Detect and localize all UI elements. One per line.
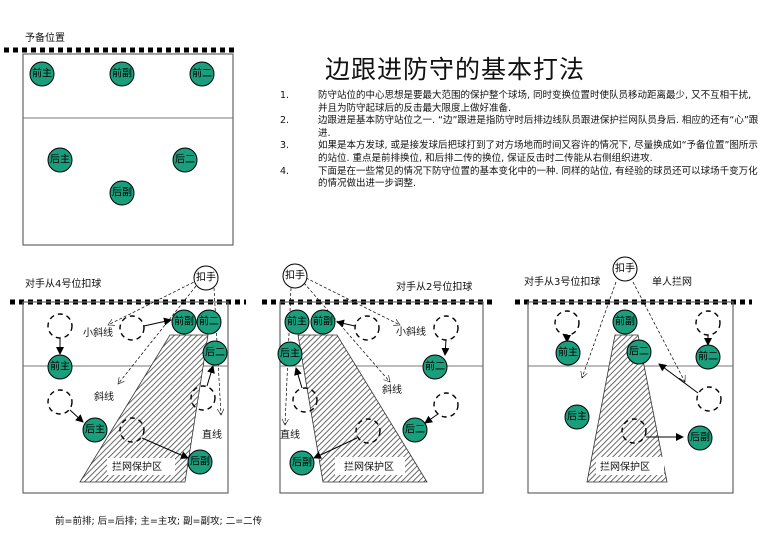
diagram-attack-from-4: 对手从4号位扣球 拦网保护区 小斜线 斜线 直线 扣手 前副 前二 后二 前主 … [10,265,246,494]
legend: 前=前排; 后=后排; 主=主攻; 副=副攻; 二=二传 [55,516,263,527]
svg-text:后副: 后副 [112,187,132,199]
diagram-attack-from-3: 对手从3号位扣球 单人拦网 拦网保护区 扣手 前副 前主 后二 前二 后主 后副 [515,256,752,494]
svg-text:后二: 后二 [205,347,225,359]
svg-text:后副: 后副 [292,457,312,469]
label-small-cross: 小斜线 [83,326,113,339]
svg-text:前主: 前主 [50,360,70,373]
svg-text:前主: 前主 [287,315,307,328]
player-front-setter: 前二 [189,61,215,87]
svg-text:前二: 前二 [698,350,718,363]
notes-list: 1.防守站位的中心思想是要最大范围的保护整个球场, 同时变换位置时使队员移动距离… [280,90,760,191]
diagram3-caption: 对手从3号位扣球 [524,275,600,288]
svg-text:前二: 前二 [192,67,212,80]
block-cover-zone [79,334,209,483]
svg-text:拦网保护区: 拦网保护区 [600,460,650,473]
svg-text:后主: 后主 [567,411,587,423]
svg-text:后二: 后二 [629,346,649,358]
block-cover-zone [297,334,428,483]
svg-text:后主: 后主 [85,424,105,436]
player-front-main: 前主 [29,61,55,87]
block-cover-zone [586,334,668,483]
svg-text:前二: 前二 [425,360,445,373]
label-small-cross: 小斜线 [396,325,426,338]
svg-text:后主: 后主 [280,348,300,360]
note-item: 4.下面是在一些常见的情况下防守位置的基本变化中的一种. 同样的站位, 有经验的… [280,165,758,190]
diagram1-caption: 对手从4号位扣球 [25,277,101,290]
svg-text:前主: 前主 [558,346,578,359]
reserve-court: 予备位置 前主 前副 前二 后主 后二 后副 [4,31,236,246]
label-line: 直线 [202,428,222,441]
svg-text:前副: 前副 [313,315,333,328]
svg-text:前副: 前副 [174,315,194,328]
svg-text:后二: 后二 [175,154,195,166]
svg-text:后二: 后二 [405,424,425,436]
spiker: 扣手 [282,263,308,289]
player-front-middle: 前副 [109,61,135,87]
svg-text:前主: 前主 [32,67,52,80]
svg-text:扣手: 扣手 [285,269,305,282]
note-item: 1.防守站位的中心思想是要最大范围的保护整个球场, 同时变换位置时使队员移动距离… [280,90,752,114]
svg-text:拦网保护区: 拦网保护区 [344,460,394,473]
spiker: 扣手 [193,265,219,291]
svg-text:后副: 后副 [190,456,210,468]
zone-label: 拦网保护区 [112,460,162,473]
spiker: 扣手 [612,256,638,282]
label-cross: 斜线 [94,390,114,403]
page-title: 边跟进防守的基本打法 [325,55,586,84]
diagram2-caption: 对手从2号位扣球 [396,280,472,293]
svg-text:后副: 后副 [690,432,710,444]
note-item: 2.边跟进是基本防守站位之一. “边”跟进是指防守时后排边线队员跟进保护拦网队员… [280,115,759,139]
player-back-middle: 后副 [109,180,135,206]
note-item: 3.如果是本方发球, 或是接发球后把球打到了对方场地而时间又容许的情况下, 尽量… [280,140,758,164]
reserve-label: 予备位置 [25,31,65,44]
player-back-setter: 后二 [172,147,198,173]
player-back-main: 后主 [47,147,73,173]
svg-text:扣手: 扣手 [615,262,635,275]
svg-text:前副: 前副 [112,67,132,80]
svg-text:前副: 前副 [615,315,635,328]
single-block-label: 单人拦网 [652,275,692,288]
svg-text:扣手: 扣手 [196,271,216,284]
diagram-attack-from-2: 对手从2号位扣球 拦网保护区 小斜线 斜线 直线 扣手 前主 前副 后主 前二 … [262,263,496,494]
label-cross: 斜线 [382,383,402,396]
svg-text:前二: 前二 [199,315,219,328]
label-line: 直线 [280,428,300,441]
svg-text:后主: 后主 [50,154,70,166]
